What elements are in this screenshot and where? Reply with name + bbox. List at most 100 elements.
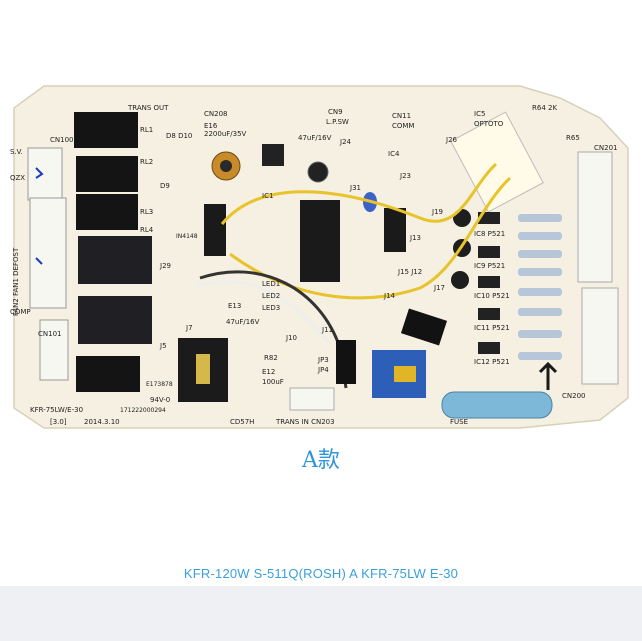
connector-sv xyxy=(27,147,63,201)
silk-in4148: IN4148 xyxy=(176,233,198,240)
relay-sanyou-1 xyxy=(78,236,152,284)
relay-rl2 xyxy=(76,156,138,192)
silk-e15-val: 47uF/16V xyxy=(298,134,332,142)
bottom-band xyxy=(0,586,642,641)
capacitor-e16-top xyxy=(220,160,232,172)
silk-r65: R65 xyxy=(566,134,580,142)
blue-wire-mark xyxy=(35,167,44,179)
silk-rl3: RL3 xyxy=(140,208,153,216)
silk-ic9: IC9 P521 xyxy=(474,262,505,270)
silk-r82: R82 xyxy=(264,354,278,362)
arrow-mark xyxy=(538,361,558,390)
silk-lpsw: L.P.SW xyxy=(326,118,349,126)
connector-cn200 xyxy=(581,287,619,385)
silk-j5: J5 xyxy=(159,342,167,350)
wire-plug xyxy=(400,308,448,346)
relay-rating-1: 5A 240VAC xyxy=(84,256,123,264)
silk-cn203: TRANS IN CN203 xyxy=(275,418,335,426)
model-caption: KFR-120W S-511Q(ROSH) A KFR-75LW E-30 xyxy=(183,566,459,581)
silk-e13-val: 47uF/16V xyxy=(226,318,260,326)
silk-j24: J24 xyxy=(339,138,352,146)
resistor-array xyxy=(518,214,562,360)
relay-rl8 xyxy=(76,356,140,392)
black-wire xyxy=(199,270,348,389)
silk-ver: [3.0] xyxy=(50,418,67,426)
silk-e16: E16 xyxy=(204,122,218,130)
silk-e13: E13 xyxy=(228,302,241,310)
relay-rl3 xyxy=(76,194,138,230)
silk-94v: 94V-0 xyxy=(150,396,170,404)
connector-comm xyxy=(450,111,544,213)
silk-d9: D9 xyxy=(160,182,170,190)
pcb-photo: 5A 240VAC SRD-S-112D 5A 240VAC SRD-S-112… xyxy=(0,68,642,448)
relay-sanyou-2 xyxy=(78,296,152,344)
silk-qzx: QZX xyxy=(10,174,25,182)
silk-j11: J11 xyxy=(321,326,333,334)
silk-j14: J14 xyxy=(383,292,396,300)
silk-e12: E12 xyxy=(262,368,275,376)
silk-led1: LED1 xyxy=(262,280,280,288)
silk-comp: COMP xyxy=(10,308,31,316)
connector-trans-in xyxy=(289,387,335,411)
opto-ic8 xyxy=(478,212,500,224)
mcu-chip xyxy=(300,200,340,282)
silk-trans-out: TRANS OUT xyxy=(127,104,169,112)
driver-ic xyxy=(204,204,226,256)
relay-rl1 xyxy=(74,112,138,148)
silk-j17: J17 xyxy=(433,284,445,292)
silk-cn208: CN208 xyxy=(204,110,228,118)
wire-plug-2 xyxy=(336,340,356,384)
silk-rl4: RL4 xyxy=(140,226,154,234)
silk-j26: J26 xyxy=(445,136,458,144)
silk-fan-text: FAN2 FAN1 DEFOST xyxy=(12,247,20,316)
opto-ic11 xyxy=(478,308,500,320)
blue-wire-mark-2 xyxy=(35,257,43,265)
silk-serial: 171222000294 xyxy=(120,407,166,414)
silk-sv: S.V. xyxy=(10,148,23,156)
silk-jp4: JP4 xyxy=(317,366,329,374)
silk-model: KFR-75LW/E-30 xyxy=(30,406,83,414)
regulator-ic xyxy=(262,144,284,166)
relay-blue-label xyxy=(394,366,416,382)
connector-cn201 xyxy=(577,151,613,283)
silk-cn11: CN11 xyxy=(392,112,411,120)
silk-fuse: FUSE xyxy=(450,418,468,426)
yellow-wire-1 xyxy=(220,162,498,225)
silk-j7: J7 xyxy=(185,324,193,332)
silk-j10: J10 xyxy=(285,334,297,342)
variant-label: A款 xyxy=(302,448,340,473)
silk-cn200: CN200 xyxy=(562,392,586,400)
silk-j23: J23 xyxy=(399,172,411,180)
white-wire xyxy=(195,280,332,345)
silk-ic12: IC12 P521 xyxy=(474,358,510,366)
silk-cn9: CN9 xyxy=(328,108,343,116)
silk-jp3: JP3 xyxy=(317,356,329,364)
transformer-core xyxy=(196,354,210,384)
silk-cn201: CN201 xyxy=(594,144,618,152)
silk-rl1: RL1 xyxy=(140,126,153,134)
silk-j31: J31 xyxy=(349,184,361,192)
relay-model-1: SRD-S-112D xyxy=(84,268,127,276)
capacitor-e17 xyxy=(451,271,469,289)
relay-model-2: SRD-S-112D xyxy=(84,328,127,336)
silk-code: E173878 xyxy=(146,381,173,388)
silk-e16-val: 2200uF/35V xyxy=(204,130,247,138)
opto-ic9 xyxy=(478,246,500,258)
connector-comp xyxy=(39,319,69,381)
silk-comm: COMM xyxy=(392,122,414,130)
silk-cd57h: CD57H xyxy=(230,418,254,426)
silk-ic11: IC11 P521 xyxy=(474,324,510,332)
silk-j13: J13 xyxy=(409,234,421,242)
silk-ic1: IC1 xyxy=(262,192,273,200)
silk-optoto: OPTOTO xyxy=(474,120,504,128)
opto-ic10 xyxy=(478,276,500,288)
silk-ic4: IC4 xyxy=(388,150,400,158)
silk-d8d10: D8 D10 xyxy=(166,132,192,140)
silk-j19: J19 xyxy=(431,208,443,216)
silk-rl2: RL2 xyxy=(140,158,153,166)
silk-led3: LED3 xyxy=(262,304,280,312)
connector-fan xyxy=(29,197,67,309)
silk-ic8: IC8 P521 xyxy=(474,230,505,238)
silk-j15-j12: J15 J12 xyxy=(397,268,422,276)
silk-j29: J29 xyxy=(159,262,171,270)
